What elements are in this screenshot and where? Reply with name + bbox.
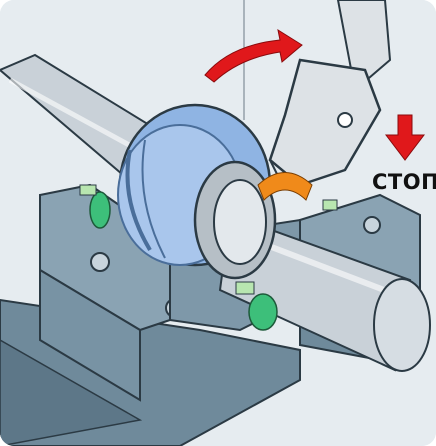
downward-push-icon	[384, 114, 426, 161]
rotation-arrow-icon	[204, 28, 303, 83]
stop-label: СТОП	[372, 170, 436, 194]
orange-arc-indicator	[257, 172, 313, 201]
bearing	[117, 103, 277, 280]
seal	[79, 184, 338, 331]
wrench-icon	[268, 0, 392, 187]
